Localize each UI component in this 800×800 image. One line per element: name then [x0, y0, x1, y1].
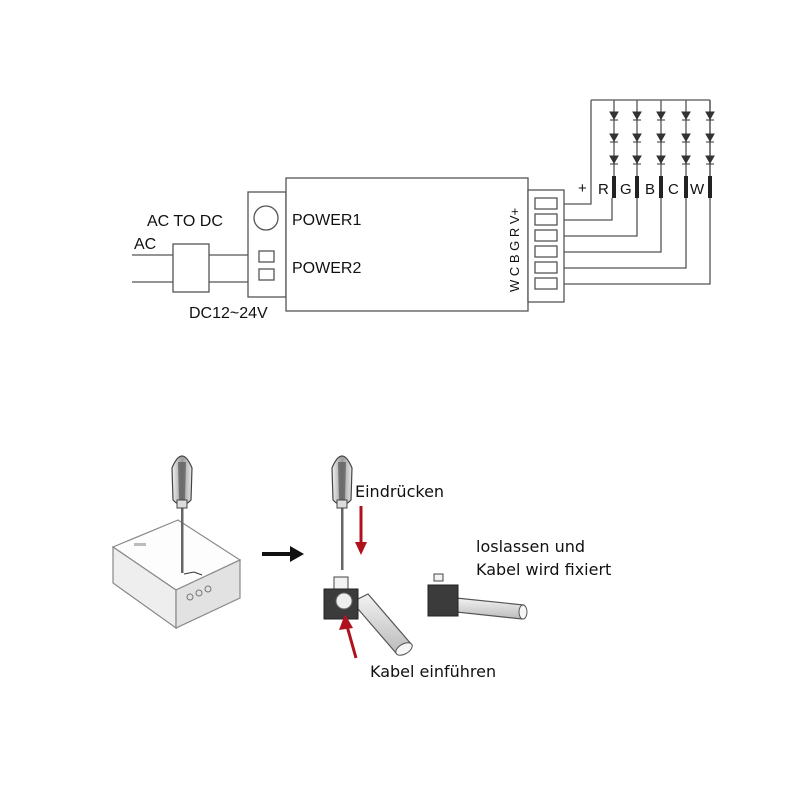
dc-voltage-label: DC12~24V: [189, 305, 268, 322]
led-diode-column-r: [609, 111, 619, 165]
strip-label-c: C: [668, 181, 679, 198]
press-label: Eindrücken: [355, 482, 444, 501]
fixed-cable: [455, 597, 525, 620]
fixed-terminal-lever: [433, 573, 444, 582]
terminal-c: [534, 261, 558, 274]
pad-b: [659, 176, 663, 198]
fixed-terminal-block: [427, 584, 459, 617]
power2-label: POWER2: [292, 260, 361, 277]
strip-label-b: B: [645, 181, 655, 198]
led-strip-pads: [612, 176, 712, 198]
wire-g: [564, 198, 638, 237]
strip-label-g: G: [620, 181, 632, 198]
terminal-vplus: [534, 197, 558, 210]
led-diode-column-g: [632, 111, 642, 165]
terminal-fixed-illustration: [427, 573, 528, 620]
terminal-labels: W C B G R V+: [507, 208, 522, 292]
ac-dc-adapter: [172, 243, 210, 293]
insert-cable-arrow-icon: [339, 614, 358, 659]
wiring-diagram: [132, 99, 711, 312]
terminal-with-cable-illustration: [323, 576, 413, 656]
screwdriver-press-icon: [331, 455, 353, 570]
terminal-r: [534, 213, 558, 226]
screwdriver-icon: [171, 455, 193, 573]
wire-vplus: [564, 100, 592, 205]
press-down-arrow-icon: [355, 506, 367, 555]
power2-terminal-a: [258, 250, 275, 263]
ac-to-dc-label: AC TO DC: [147, 213, 223, 230]
power2-terminal-b: [258, 268, 275, 281]
strip-label-w: W: [690, 181, 705, 198]
terminal-b: [534, 245, 558, 258]
pad-r: [612, 176, 616, 198]
insert-label: Kabel einführen: [370, 662, 496, 681]
led-diode-column-b: [656, 111, 666, 165]
wire-b: [564, 198, 662, 253]
terminal-g: [534, 229, 558, 242]
device-button-2: [195, 589, 203, 597]
led-diode-column-c: [681, 111, 691, 165]
wire-c: [564, 198, 687, 269]
release-label-line2: Kabel wird fixiert: [476, 560, 611, 579]
pad-g: [635, 176, 639, 198]
device-label-mark: [134, 543, 146, 546]
led-diodes: [609, 111, 715, 165]
step-arrow-icon: [262, 546, 304, 562]
power1-label: POWER1: [292, 212, 361, 229]
device-button-3: [204, 585, 212, 593]
wire-r: [564, 198, 613, 221]
strip-label-r: R: [598, 181, 609, 198]
pad-c: [684, 176, 688, 198]
terminal-release-lever: [333, 576, 349, 591]
controller-device-illustration: [111, 519, 242, 630]
led-diode-column-w: [705, 111, 715, 165]
pad-w: [708, 176, 712, 198]
device-front-side: [175, 559, 241, 629]
power1-jack: [253, 205, 279, 231]
strip-label-plus: +: [578, 180, 587, 197]
controller-body: [285, 177, 529, 312]
release-label-line1: loslassen und: [476, 537, 585, 556]
device-button-1: [186, 593, 194, 601]
screwdriver-shaft: [181, 508, 184, 573]
device-logo: [183, 571, 203, 576]
terminal-w: [534, 277, 558, 290]
ac-label: AC: [134, 236, 156, 253]
